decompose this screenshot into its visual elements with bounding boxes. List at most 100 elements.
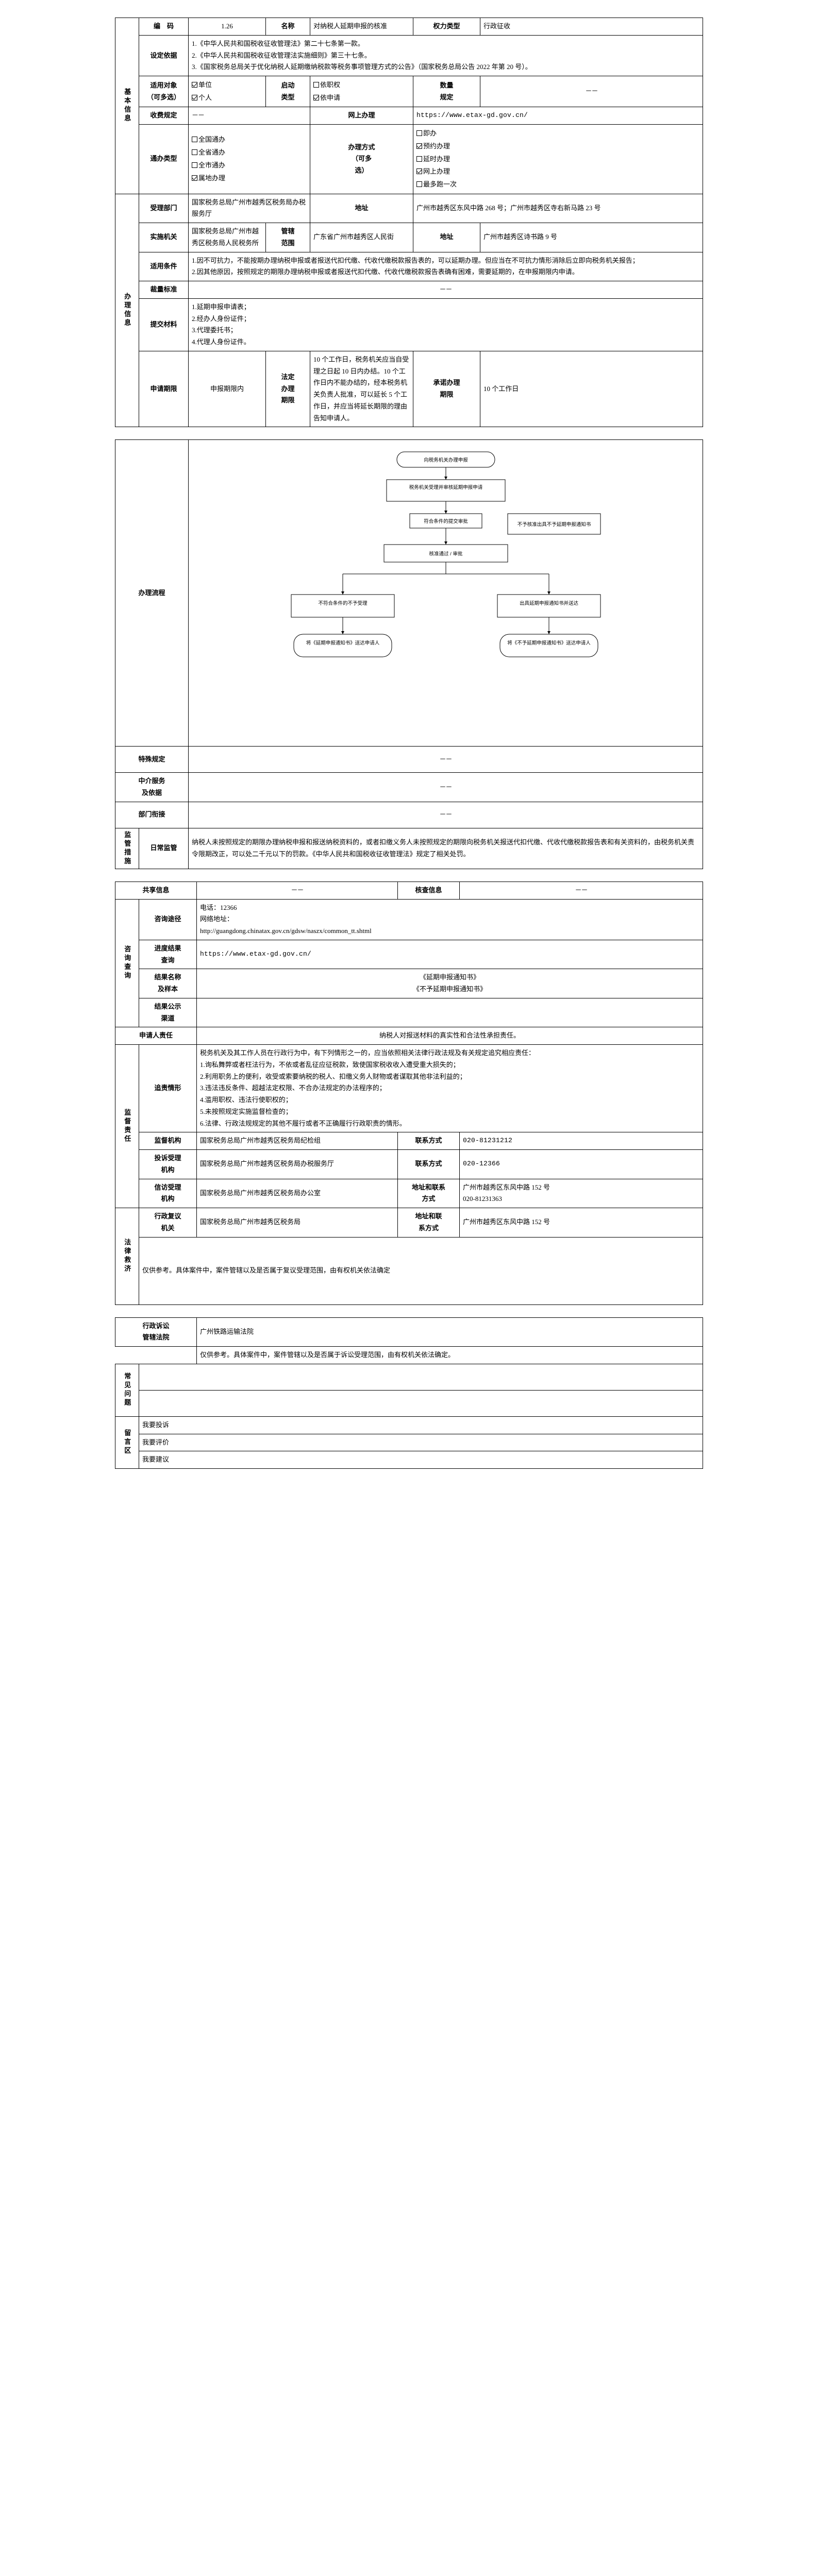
materials-value: 1.延期申报申请表； 2.经办人身份证件； 3.代理委托书； 4.代理人身份证件… xyxy=(188,298,703,351)
crossregion-options: 全国通办 全省通办 全市通办 属地办理 xyxy=(188,124,310,194)
handling-method-label: 办理方式 （可多 选） xyxy=(310,124,413,194)
misconduct-intro: 税务机关及其工作人员在行政行为中，有下列情形之一的，应当依照相关法律行政法规及有… xyxy=(199,1049,535,1057)
misconduct-item: 5.未按照规定实施监督检查的； xyxy=(199,1107,292,1115)
checkbox-icon xyxy=(192,162,197,168)
inquiry-channel-label: 咨询途径 xyxy=(138,899,197,940)
table-row: 申请期限 申报期限内 法定 办理 期限 10 个工作日，税务机关应当自受理之日起… xyxy=(115,350,703,428)
faq-value-1 xyxy=(139,1363,703,1391)
checkbox-icon xyxy=(416,156,422,162)
flow-chart-svg: 向税务机关办理申报 税务机关受理并审核延期申报申请 符合条件的提交审批 xyxy=(291,451,600,657)
table-row: 信访受理 机构 国家税务总局广州市越秀区税务局办公室 地址和联系 方式 广州市越… xyxy=(115,1178,704,1209)
inquiry-channel-value: 电话：12366 网络地址： http://guangdong.chinatax… xyxy=(196,899,704,940)
table-row: 部门衔接 －－ xyxy=(115,801,703,828)
checkbox-appointment[interactable]: 预约办理 xyxy=(416,140,699,153)
applicant-responsibility-value: 纳税人对报送材料的真实性和合法性承担责任。 xyxy=(196,1027,704,1045)
inquiry-phone: 电话：12366 xyxy=(199,903,237,911)
section-label-inquiry: 咨询查询 xyxy=(114,899,139,1028)
accept-dept-value: 国家税务总局广州市越秀区税务局办税服务厅 xyxy=(188,193,310,224)
name-value: 对纳税人延期申报的核准 xyxy=(310,18,413,36)
flow-chart-cell: 向税务机关办理申报 税务机关受理并审核延期申报申请 符合条件的提交审批 xyxy=(188,439,703,747)
start-type-options: 依职权 依申请 xyxy=(310,75,413,108)
checkbox-icon xyxy=(416,168,422,175)
misconduct-item: 6.法律、行政法规规定的其他不履行或者不正确履行行政职责的情形。 xyxy=(199,1119,406,1127)
table-row: 通办类型 全国通办 全省通办 全市通办 属地办理 办理方式 （可多 选） 即办 … xyxy=(115,124,703,194)
section-label-faq: 常见问题 xyxy=(115,1363,139,1417)
special-rules-label: 特殊规定 xyxy=(115,746,189,773)
spacer xyxy=(115,1347,197,1364)
online-url[interactable]: https://www.etax-gd.gov.cn/ xyxy=(413,107,703,125)
power-type-value: 行政征收 xyxy=(480,18,703,36)
checkbox-local[interactable]: 属地办理 xyxy=(192,172,307,185)
online-label: 网上办理 xyxy=(310,107,413,125)
inquiry-web-url[interactable]: http://guangdong.chinatax.gov.cn/gdsw/na… xyxy=(199,927,372,935)
checkbox-audience-unit[interactable]: 单位 xyxy=(192,79,262,92)
progress-query-label: 进度结果 查询 xyxy=(138,939,197,970)
handling-method-options: 即办 预约办理 延时办理 网上办理 最多跑一次 xyxy=(413,124,703,194)
complaint-phone-value: 020-12366 xyxy=(459,1149,704,1179)
table-inquiry-and-responsibility: 共享信息 －－ 核查信息 －－ 咨询查询 咨询途径 电话：12366 网络地址：… xyxy=(114,881,704,1305)
section-label-message: 留言区 xyxy=(115,1416,139,1469)
misconduct-item: 3.违法违反条件、超越法定权限、不合办法规定的办法程序的； xyxy=(199,1084,386,1092)
basis-item: 3.《国家税务总局关于优化纳税人延期缴纳税款等税务事项管理方式的公告》（国家税务… xyxy=(192,63,532,71)
section-label-handling: 办理信息 xyxy=(115,193,139,428)
flow-label: 办理流程 xyxy=(115,439,189,747)
share-info-value: －－ xyxy=(196,881,398,900)
inquiry-web-label: 网络地址： xyxy=(199,915,233,923)
jurisdiction-value: 广东省广州市越秀区人民街 xyxy=(310,223,413,252)
checkbox-province-wide[interactable]: 全省通办 xyxy=(192,146,307,159)
table-row: 共享信息 －－ 核查信息 －－ xyxy=(114,881,704,900)
table-row: 进度结果 查询 https://www.etax-gd.gov.cn/ xyxy=(115,939,704,970)
checkbox-one-trip[interactable]: 最多跑一次 xyxy=(416,178,699,191)
table-row: 监督机构 国家税务总局广州市越秀区税务局纪检组 联系方式 020-8123121… xyxy=(115,1132,704,1150)
progress-query-url[interactable]: https://www.etax-gd.gov.cn/ xyxy=(196,939,704,970)
crossregion-label: 通办类型 xyxy=(139,124,189,194)
message-item-complaint[interactable]: 我要投诉 xyxy=(139,1416,703,1434)
code-label: 编 码 xyxy=(139,18,189,36)
checkbox-audience-individual[interactable]: 个人 xyxy=(192,92,262,105)
table-row: 裁量标准 －－ xyxy=(115,281,703,299)
flow-chart: 向税务机关办理申报 税务机关受理并审核延期申报申请 符合条件的提交审批 xyxy=(192,443,699,743)
material-item: 1.延期申报申请表； xyxy=(192,302,251,311)
complaint-org-value: 国家税务总局广州市越秀区税务局办税服务厅 xyxy=(196,1149,398,1179)
review-address-label: 地址和联 系方式 xyxy=(397,1208,460,1238)
checkbox-extended-hours[interactable]: 延时办理 xyxy=(416,153,699,166)
supervisor-phone-value: 020-81231212 xyxy=(459,1132,704,1150)
review-org-value: 国家税务总局广州市越秀区税务局 xyxy=(196,1208,398,1238)
review-org-label: 行政复议 机关 xyxy=(138,1208,197,1238)
result-name-value: 《延期申报通知书》 《不予延期申报通知书》 xyxy=(196,969,704,998)
quantity-label: 数量 规定 xyxy=(413,75,480,108)
accept-address-label: 地址 xyxy=(310,193,413,224)
apply-period-value: 申报期限内 xyxy=(188,350,266,428)
letter-contact-value: 广州市越秀区东风中路 152 号 020-81231363 xyxy=(459,1178,704,1209)
message-item-evaluate[interactable]: 我要评价 xyxy=(139,1433,703,1452)
table-basic-and-handling: 基本信息 编 码 1.26 名称 对纳税人延期申报的核准 权力类型 行政征收 设… xyxy=(115,18,703,428)
checkbox-icon xyxy=(192,137,197,143)
table-row: 留言区 我要投诉 xyxy=(115,1416,703,1469)
misconduct-label: 追责情形 xyxy=(138,1044,197,1133)
table-litigation-faq-message: 行政诉讼 管辖法院 广州铁路运输法院 仅供参考。具体案件中，案件管辖以及是否属于… xyxy=(115,1317,703,1469)
checkbox-start-by-authority[interactable]: 依职权 xyxy=(313,79,410,92)
table-flow-and-supervision: 办理流程 向税务机关办理申报 xyxy=(115,439,703,869)
checkbox-instant[interactable]: 即办 xyxy=(416,127,699,140)
share-info-label: 共享信息 xyxy=(114,881,197,900)
basis-label: 设定依据 xyxy=(139,35,189,77)
table-row: 监督责任 追责情形 税务机关及其工作人员在行政行为中，有下列情形之一的，应当依照… xyxy=(114,1044,704,1209)
message-item-suggest[interactable]: 我要建议 xyxy=(139,1451,703,1469)
letter-contact-label: 地址和联系 方式 xyxy=(397,1178,460,1209)
accept-dept-label: 受理部门 xyxy=(139,193,189,224)
checkbox-city-wide[interactable]: 全市通办 xyxy=(192,159,307,172)
checkbox-online[interactable]: 网上办理 xyxy=(416,165,699,178)
conditions-value: 1.因不可抗力，不能按期办理纳税申报或者报送代扣代缴、代收代缴税款报告表的，可以… xyxy=(188,251,703,282)
conditions-label: 适用条件 xyxy=(139,251,189,282)
legal-period-label: 法定 办理 期限 xyxy=(265,350,310,428)
table-row xyxy=(115,1389,703,1417)
litigation-court-value: 广州铁路运输法院 xyxy=(196,1317,703,1347)
checkbox-icon xyxy=(313,82,319,88)
special-rules-value: －－ xyxy=(188,746,703,773)
name-label: 名称 xyxy=(265,18,310,36)
checkbox-nationwide[interactable]: 全国通办 xyxy=(192,133,307,146)
exec-org-value: 国家税务总局广州市越秀区税务局人民税务所 xyxy=(188,223,266,252)
code-value: 1.26 xyxy=(188,18,266,36)
material-item: 4.代理人身份证件。 xyxy=(192,338,251,346)
checkbox-start-by-application[interactable]: 依申请 xyxy=(313,92,410,105)
